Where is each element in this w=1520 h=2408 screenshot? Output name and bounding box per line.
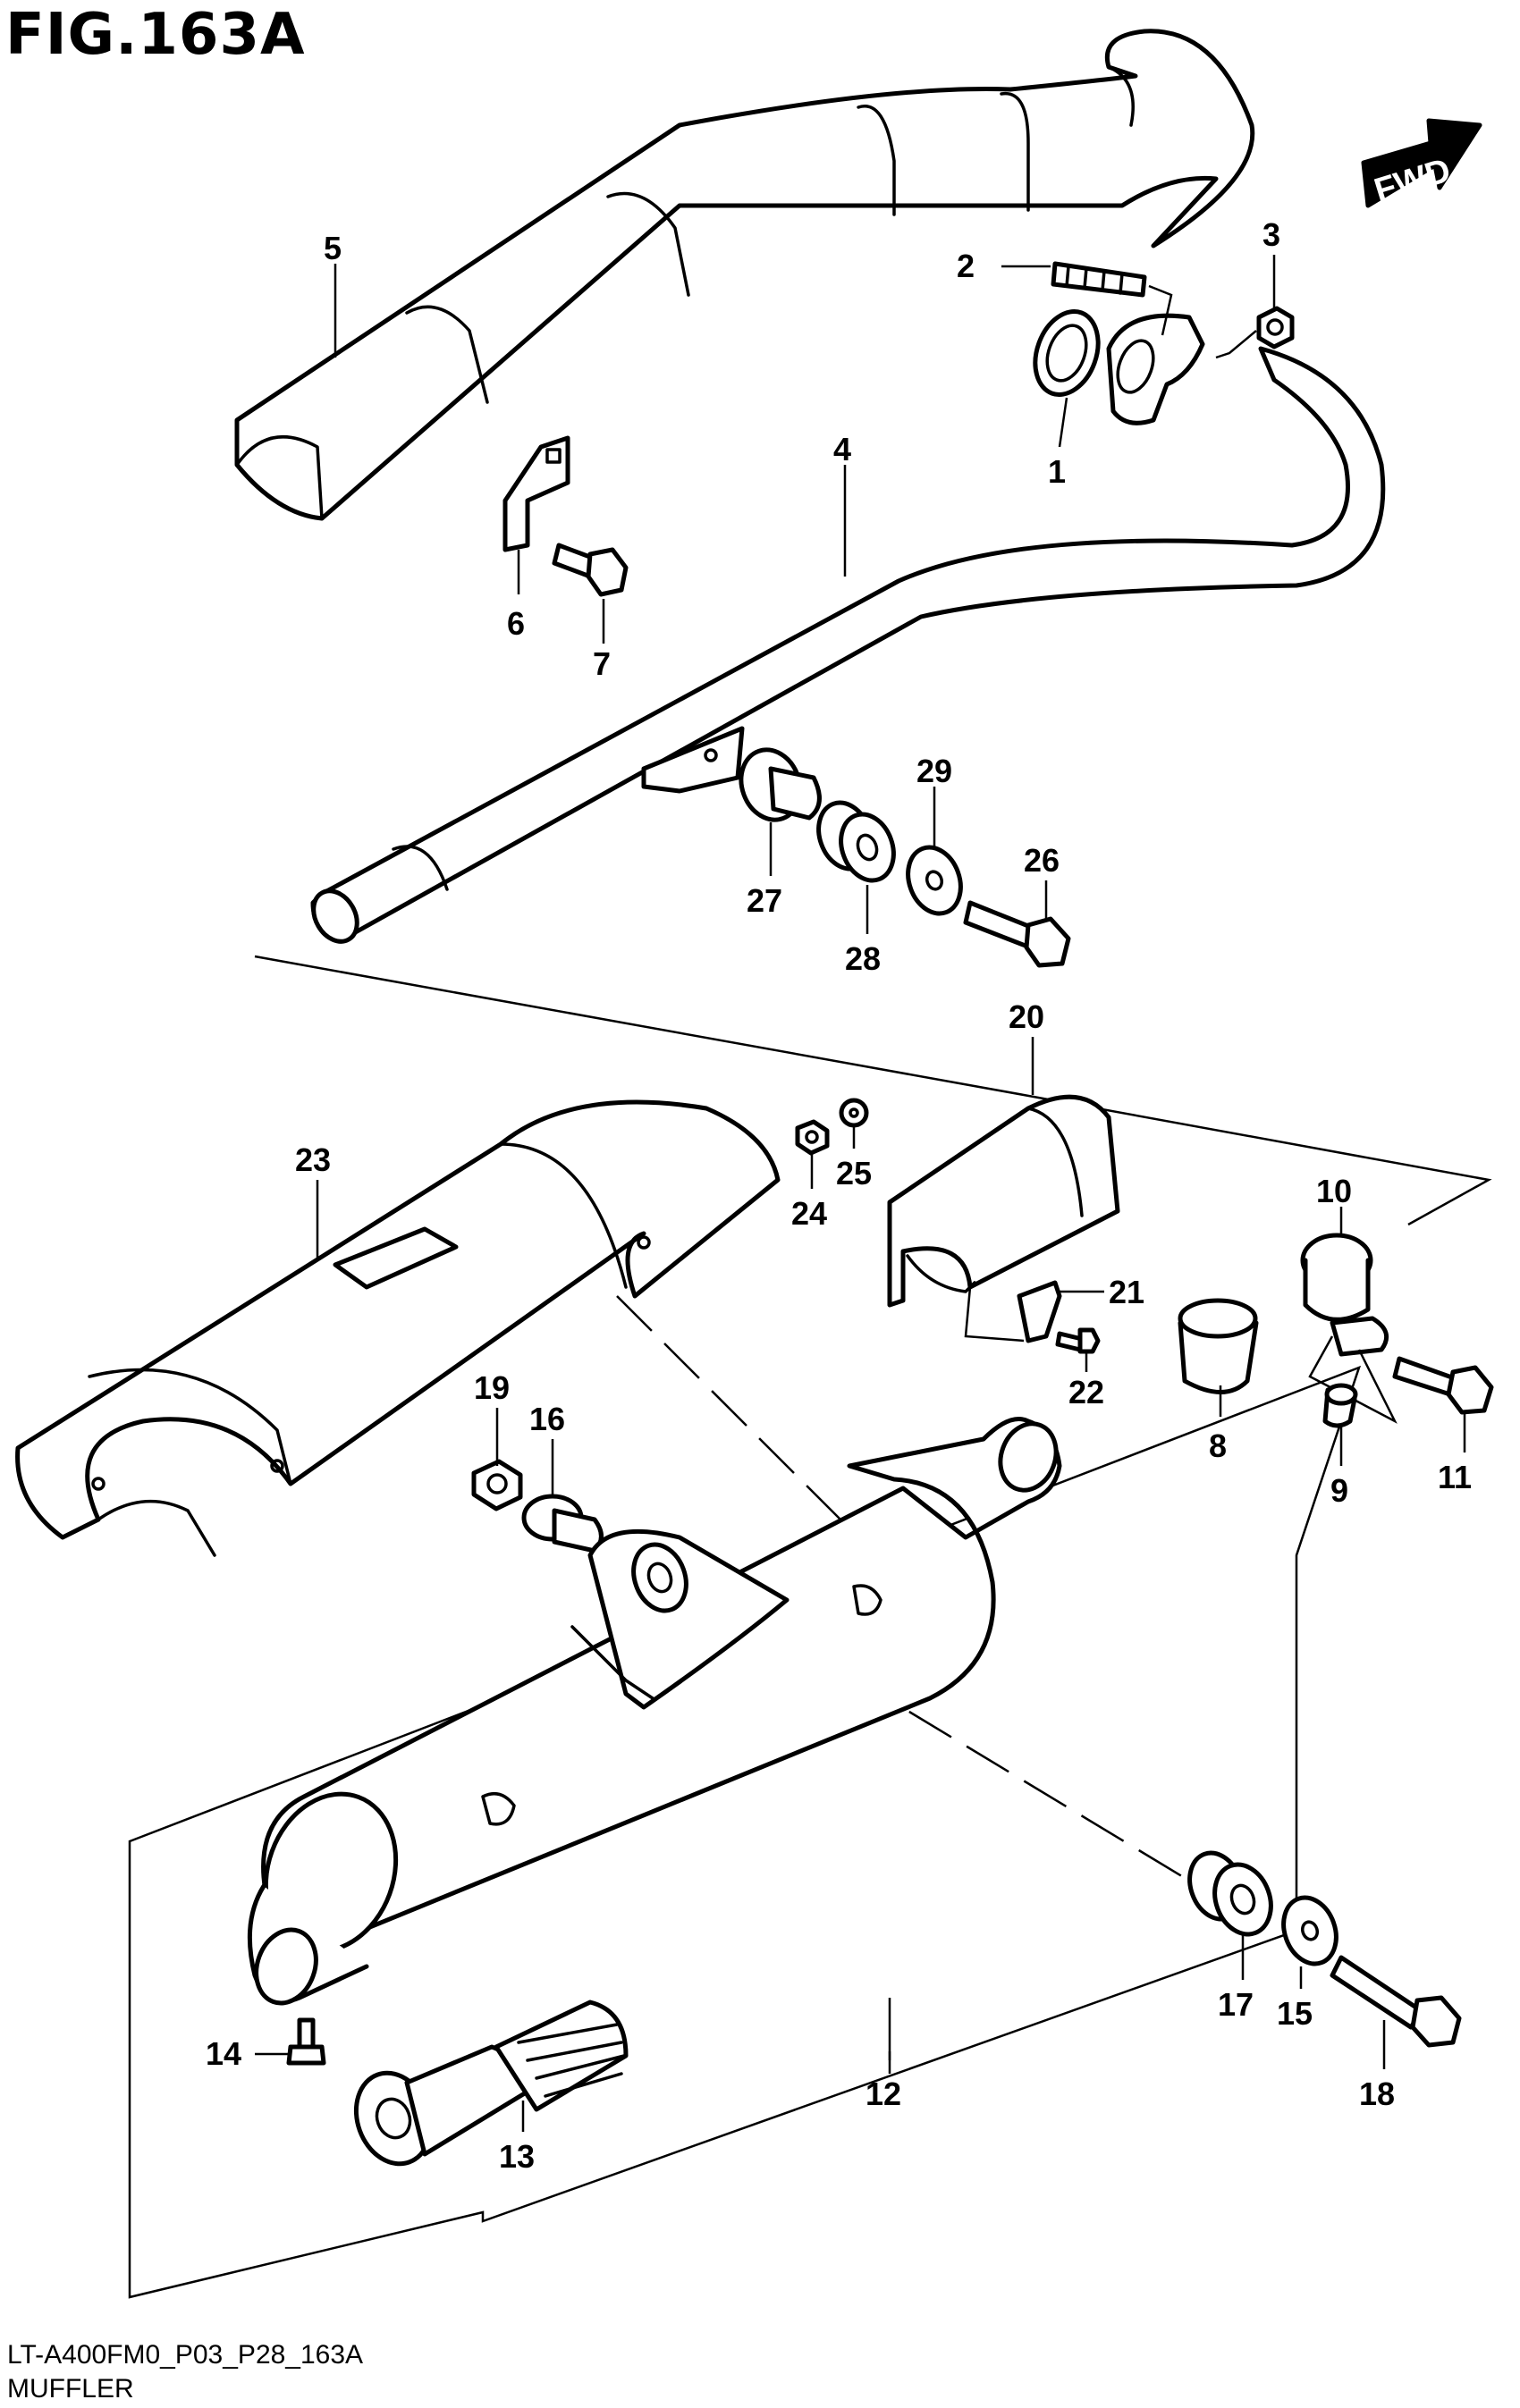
assembly-outline-upper	[254, 955, 1492, 1226]
cover-bolt[interactable]	[552, 543, 629, 597]
mount-grommet[interactable]	[810, 796, 903, 888]
callout-20[interactable]: 20	[1009, 998, 1044, 1035]
muffler-body[interactable]	[244, 1416, 1065, 2011]
shield-nut[interactable]	[795, 1119, 830, 1156]
callout-17[interactable]: 17	[1218, 1986, 1254, 2023]
stud-bolt[interactable]	[1051, 261, 1173, 336]
callout-1[interactable]: 1	[1048, 453, 1066, 490]
callout-24[interactable]: 24	[791, 1195, 827, 1232]
figure-title: FIG.163A	[5, 2, 306, 68]
arrester-screw[interactable]	[286, 2017, 326, 2066]
figure-name: MUFFLER	[7, 2374, 134, 2404]
shield-washer[interactable]	[839, 1098, 869, 1128]
callout-15[interactable]: 15	[1277, 1995, 1313, 2032]
mount-bolt[interactable]	[963, 900, 1071, 968]
cover-clip[interactable]	[964, 1280, 1062, 1343]
callout-28[interactable]: 28	[845, 940, 881, 977]
callout-29[interactable]: 29	[916, 753, 952, 789]
callout-19[interactable]: 19	[474, 1369, 510, 1406]
exhaust-gasket[interactable]	[1025, 303, 1110, 404]
callout-14[interactable]: 14	[206, 2035, 241, 2072]
heat-cover-pipe[interactable]	[234, 29, 1255, 521]
callout-leaders	[255, 255, 1466, 2132]
callout-27[interactable]: 27	[747, 882, 782, 919]
callout-8[interactable]: 8	[1209, 1427, 1227, 1464]
callout-11[interactable]: 11	[1438, 1459, 1472, 1495]
callout-21[interactable]: 21	[1109, 1274, 1144, 1310]
callout-12[interactable]: 12	[866, 2075, 901, 2112]
spark-arrester[interactable]	[344, 2000, 629, 2175]
muffler-heat-shield[interactable]	[15, 1099, 781, 1557]
callout-25[interactable]: 25	[836, 1155, 872, 1191]
clamp-collar[interactable]	[1322, 1383, 1358, 1428]
callout-9[interactable]: 9	[1330, 1472, 1348, 1509]
callout-26[interactable]: 26	[1024, 842, 1060, 879]
callout-13[interactable]: 13	[499, 2138, 535, 2175]
muffler-mount-bolt[interactable]	[1330, 1955, 1462, 2048]
shield-collar[interactable]	[521, 1494, 604, 1553]
callout-6[interactable]: 6	[507, 605, 525, 642]
callout-18[interactable]: 18	[1359, 2075, 1395, 2112]
exhaust-pipe[interactable]	[305, 346, 1386, 949]
clamp-bolt[interactable]	[1392, 1356, 1494, 1415]
callout-5[interactable]: 5	[324, 230, 342, 266]
callout-7[interactable]: 7	[593, 645, 611, 682]
clip-screw[interactable]	[1055, 1327, 1101, 1354]
fwd-arrow-icon: FWD	[1361, 118, 1482, 210]
muffler-mount-grommet[interactable]	[1181, 1846, 1280, 1942]
callout-2[interactable]: 2	[957, 248, 975, 284]
callout-4[interactable]: 4	[833, 431, 851, 467]
callout-3[interactable]: 3	[1262, 216, 1280, 253]
exhaust-flange[interactable]	[1106, 313, 1205, 425]
callout-16[interactable]: 16	[529, 1401, 565, 1437]
shield-grommet[interactable]	[471, 1459, 523, 1511]
callout-23[interactable]: 23	[295, 1141, 331, 1178]
flange-nut[interactable]	[1215, 306, 1295, 359]
cover-bracket[interactable]	[502, 435, 570, 552]
callout-10[interactable]: 10	[1316, 1173, 1352, 1209]
figure-code: LT-A400FM0_P03_P28_163A	[7, 2340, 364, 2370]
muffler-gasket[interactable]	[1178, 1298, 1259, 1394]
pipe-clamp[interactable]	[1300, 1233, 1398, 1424]
joint-heat-cover[interactable]	[887, 1094, 1120, 1308]
mount-collar[interactable]	[731, 741, 822, 828]
callout-22[interactable]: 22	[1068, 1374, 1104, 1410]
muffler-mount-washer[interactable]	[1275, 1890, 1346, 1972]
mount-washer[interactable]	[899, 840, 970, 922]
